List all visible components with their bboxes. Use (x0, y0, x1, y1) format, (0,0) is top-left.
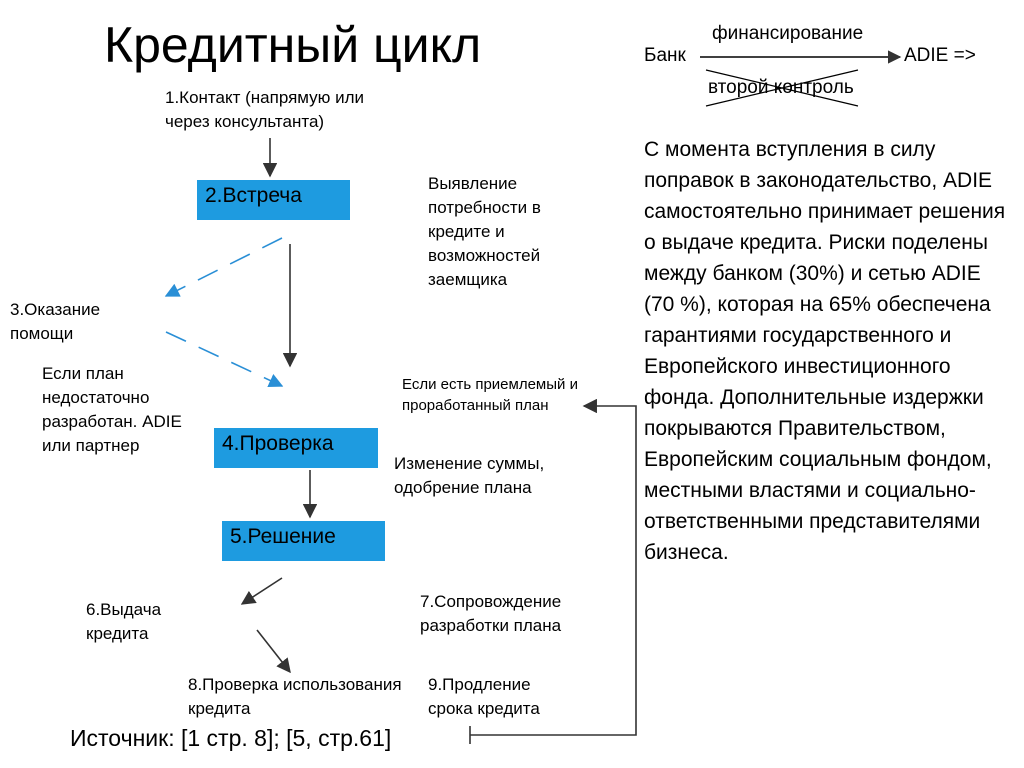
arrow-decision-issue (240, 577, 283, 605)
note-good-plan: Если есть приемлемый и проработанный пла… (402, 376, 578, 414)
source-citation: Источник: [1 стр. 8]; [5, стр.61] (70, 725, 392, 751)
page-title: Кредитный цикл (104, 17, 482, 73)
adie-label: ADIE => (904, 45, 976, 66)
financing-label: финансирование (712, 23, 864, 44)
bank-label: Банк (644, 45, 686, 66)
step-help: 3.Оказание помощи (10, 300, 101, 343)
note-needs: Выявление потребности в кредите и возмож… (428, 174, 541, 289)
step-meeting-box: 2.Встреча (197, 180, 350, 220)
step-check-box: 4.Проверка (214, 428, 378, 468)
cross-line-2 (705, 69, 859, 107)
note-change: Изменение суммы, одобрение плана (394, 454, 545, 497)
description-text: С момента вступления в силу поправок в з… (644, 138, 1006, 564)
note-weak-plan: Если план недостаточно разработан. ADIE … (42, 364, 182, 455)
step-extension: 9.Продление срока кредита (428, 675, 540, 718)
step-usage-check: 8.Проверка использования кредита (188, 675, 402, 718)
dashed-arrow-to-help (164, 237, 283, 297)
arrow-issue-usage (256, 629, 291, 674)
step-issue: 6.Выдача кредита (86, 600, 162, 643)
dashed-arrow-from-help (165, 331, 284, 388)
feedback-loop (470, 398, 637, 736)
step-support: 7.Сопровождение разработки плана (420, 592, 562, 635)
step-decision-box: 5.Решение (222, 521, 385, 561)
step-contact: 1.Контакт (напрямую или через консультан… (165, 88, 365, 131)
